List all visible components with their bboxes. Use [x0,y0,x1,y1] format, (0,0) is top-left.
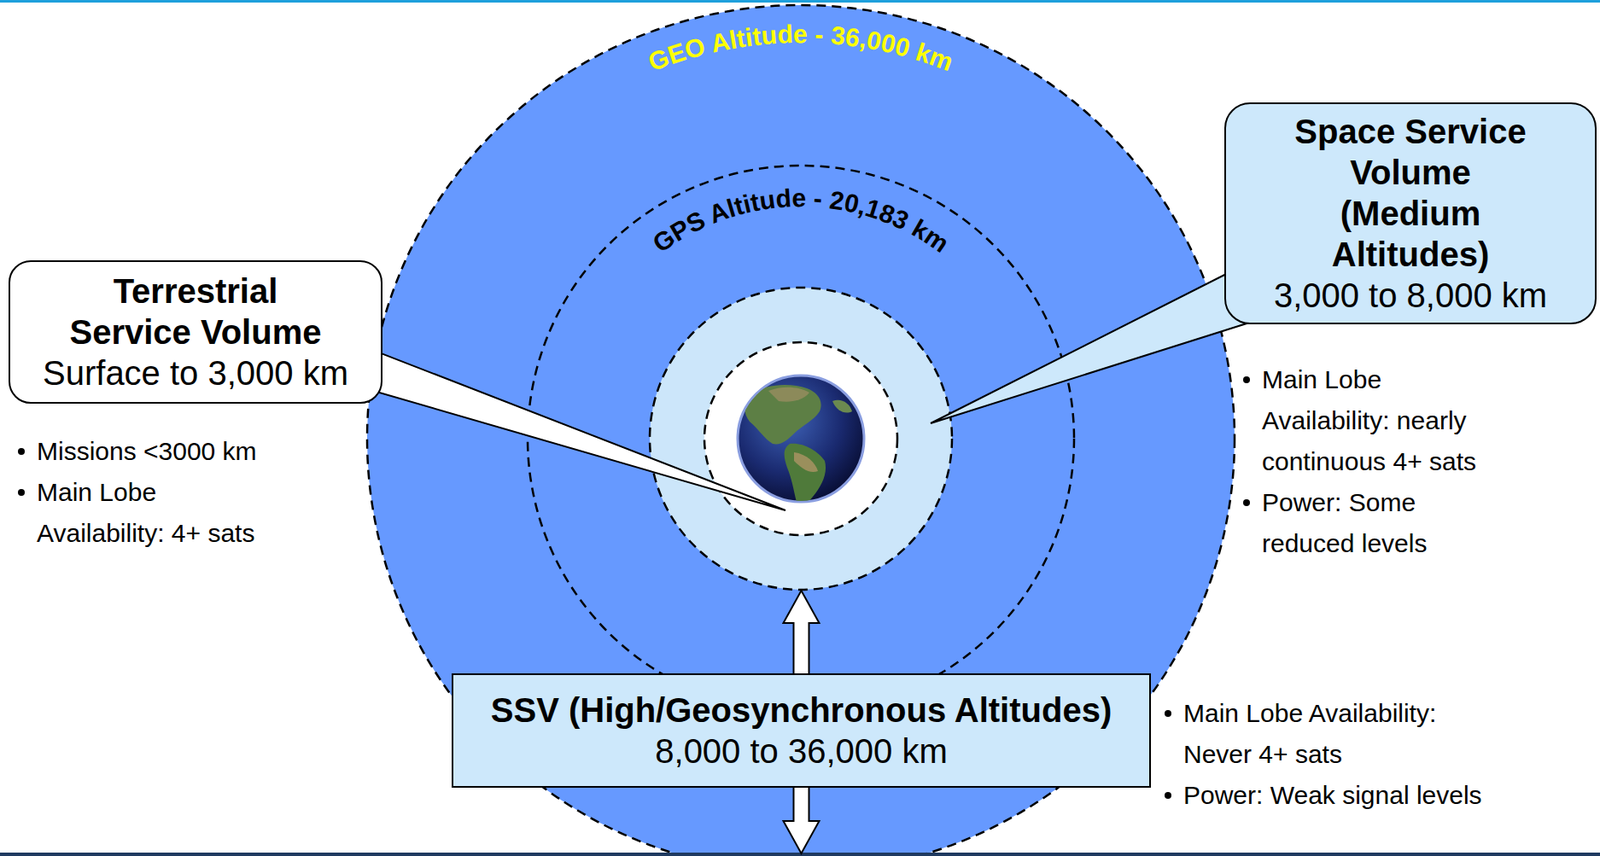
top-rule [0,0,1600,3]
bullet-text: Main Lobe Availability: Never 4+ sats [1183,693,1491,776]
bullet-dot [1164,792,1172,800]
earth-land [742,376,853,508]
box-heading: Terrestrial Service Volume [58,270,333,353]
bullet-text: Power: Some reduced levels [1261,482,1484,565]
altitude-range: 3,000 to 8,000 km [1234,274,1587,316]
callout-pointer [348,340,786,511]
altitude-range: 8,000 to 36,000 km [461,730,1141,772]
orbit-label: GEO Altitude - 36,000 km [644,19,958,76]
bullet-item: Main Lobe Availability: Never 4+ sats [1183,693,1491,776]
geo-orbit [367,5,1235,856]
bullet-item: Main Lobe Availability: nearly continuou… [1261,359,1484,483]
bullet-item: Missions <3000 km [36,431,272,473]
callout-box: Terrestrial Service VolumeSurface to 3,0… [8,260,383,404]
bullet-text: Power: Weak signal levels [1183,775,1491,817]
earth [737,375,865,508]
terrestrial-ring [704,342,898,536]
altitude-range: Surface to 3,000 km [18,352,373,394]
medium-altitude-ring [649,287,952,590]
bullet-text: Main Lobe Availability: nearly continuou… [1261,359,1484,483]
bullet-dot [17,489,25,497]
bullet-item: Power: Some reduced levels [1261,482,1484,565]
orbit-label: GPS Altitude - 20,183 km [647,183,954,258]
orbit-label-path: GEO Altitude - 36,000 km [644,19,958,76]
bullet-text: Missions <3000 km [36,431,272,473]
bullet-item: Power: Weak signal levels [1183,775,1491,817]
bullet-dot [1164,710,1172,718]
orbit-label-path: GPS Altitude - 20,183 km [647,183,954,258]
bottom-rule [0,852,1600,856]
box-heading: SSV (High/Geosynchronous Altitudes) [461,689,1141,731]
bullet-text: Main Lobe Availability: 4+ sats [36,472,272,555]
callout-box: Space Service Volume (Medium Altitudes)3… [1224,102,1597,325]
range-arrow [783,785,820,854]
range-arrow [783,590,820,677]
bullet-dot [1243,499,1250,507]
gps-orbit [527,165,1075,713]
region-box: SSV (High/Geosynchronous Altitudes)8,000… [451,673,1151,789]
bullet-dot [1243,376,1250,384]
bullet-dot [17,448,25,456]
bullet-item: Main Lobe Availability: 4+ sats [36,472,272,555]
box-heading: Space Service Volume (Medium Altitudes) [1282,110,1539,275]
